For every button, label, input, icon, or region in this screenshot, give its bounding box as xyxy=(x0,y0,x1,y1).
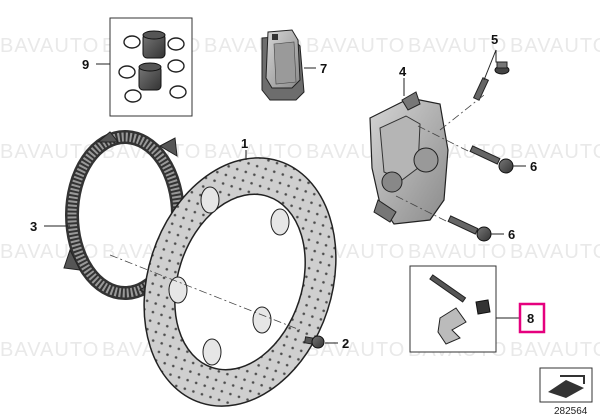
label-disc-bolt: 2 xyxy=(342,336,349,351)
label-bleeder: 5 xyxy=(491,32,498,47)
label-brake-pads: 7 xyxy=(320,61,327,76)
highlight-box[interactable] xyxy=(518,302,546,334)
watermark-text: BAVAUTO xyxy=(204,141,303,163)
caliper-bolt-lower xyxy=(447,215,492,242)
watermark-text: BAVAUTO xyxy=(510,241,600,263)
label-mounting-parts: 8 xyxy=(527,311,534,326)
document-number: 282564 xyxy=(554,406,588,417)
label-sensor-ring: 3 xyxy=(30,219,37,234)
brake-disc xyxy=(143,157,337,407)
watermark-text: BAVAUTO xyxy=(408,241,507,263)
direction-arrow-icon xyxy=(539,367,593,403)
label-brake-disc: 1 xyxy=(241,136,248,151)
watermark-text: BAVAUTO xyxy=(0,339,99,361)
mounting-parts-box xyxy=(409,265,497,353)
label-caliper: 4 xyxy=(399,64,407,79)
repair-kit-box xyxy=(109,17,193,117)
watermark-text: BAVAUTO xyxy=(510,141,600,163)
watermark-text: BAVAUTO xyxy=(0,141,99,163)
brake-pads xyxy=(261,29,305,101)
watermark-text: BAVAUTO xyxy=(306,35,405,57)
watermark-text: BAVAUTO xyxy=(408,35,507,57)
disc-bolt xyxy=(304,335,325,349)
watermark-text: BAVAUTO xyxy=(510,339,600,361)
label-bolt-upper: 6 xyxy=(530,159,537,174)
watermark-text: BAVAUTO xyxy=(510,35,600,57)
watermark-text: BAVAUTO xyxy=(0,35,99,57)
watermark-text: BAVAUTO xyxy=(306,339,405,361)
bleeder-valve xyxy=(472,61,510,101)
label-repair-kit: 9 xyxy=(82,57,89,72)
brake-caliper xyxy=(369,91,449,225)
caliper-bolt-upper xyxy=(469,145,514,174)
label-bolt-lower: 6 xyxy=(508,227,515,242)
